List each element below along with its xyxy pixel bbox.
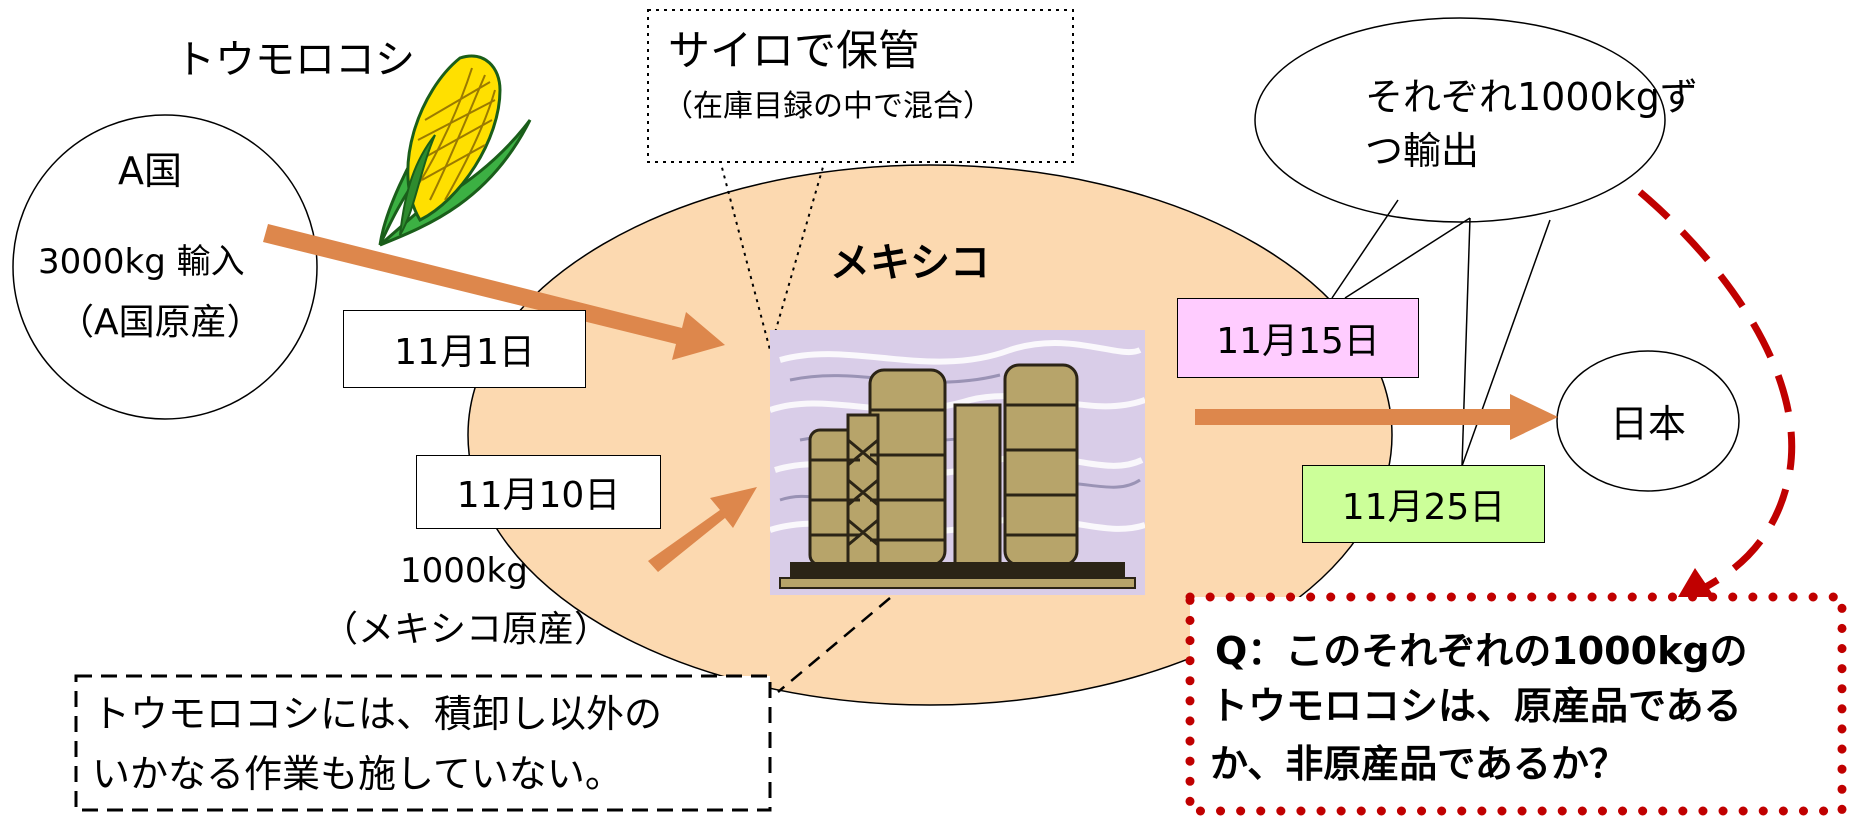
country-a-name: A国 — [118, 149, 182, 193]
arrow-to-japan — [1195, 394, 1558, 440]
country-a-circle — [12, 114, 318, 420]
arrow-mexico-input — [648, 487, 757, 572]
silo-note-sub: （在庫目録の中で混合） — [663, 89, 993, 124]
date-box-nov-25: 11月25日 — [1302, 465, 1545, 543]
date-box-nov-10: 11月10日 — [416, 455, 661, 529]
silo-note-title: サイロで保管 — [668, 26, 921, 75]
country-a-import: 3000kg 輸入 — [38, 242, 245, 282]
corn-illustration — [378, 54, 532, 247]
handling-note-pointer — [777, 597, 891, 693]
arrow-a-to-mexico — [263, 224, 725, 360]
question-line2: トウモロコシは、原産品である — [1210, 684, 1742, 728]
date-box-nov-1: 11月1日 — [343, 310, 586, 388]
corn-label: トウモロコシ — [175, 37, 415, 83]
flow-arrows — [263, 224, 1558, 572]
silo-callout-box — [647, 9, 1074, 163]
mexico-label: メキシコ — [830, 240, 990, 286]
export-note-line2: つ輸出 — [1365, 129, 1480, 173]
handling-note-line1: トウモロコシには、積卸し以外の — [92, 692, 663, 736]
japan-label: 日本 — [1610, 402, 1687, 446]
japan-ellipse — [1556, 350, 1740, 492]
export-note-line1: それぞれ1000kgず — [1365, 75, 1698, 119]
date-box-nov-15: 11月15日 — [1177, 298, 1419, 378]
silo-callout-pointer — [719, 159, 826, 351]
mexico-input-origin: （メキシコ原産） — [322, 609, 611, 650]
question-box — [1185, 592, 1847, 816]
red-dashed-arrow — [1637, 189, 1796, 594]
question-line1: Q：このそれぞれの1000kgの — [1215, 629, 1748, 673]
handling-note-box — [74, 674, 772, 812]
handling-note-line2: いかなる作業も施していない。 — [92, 752, 623, 796]
export-bubble — [1254, 17, 1666, 223]
question-line3: か、非原産品であるか？ — [1210, 742, 1627, 786]
silo-illustration — [770, 330, 1145, 595]
country-a-origin: （A国原産） — [58, 302, 263, 343]
mexico-input-amount: 1000kg — [400, 551, 528, 591]
